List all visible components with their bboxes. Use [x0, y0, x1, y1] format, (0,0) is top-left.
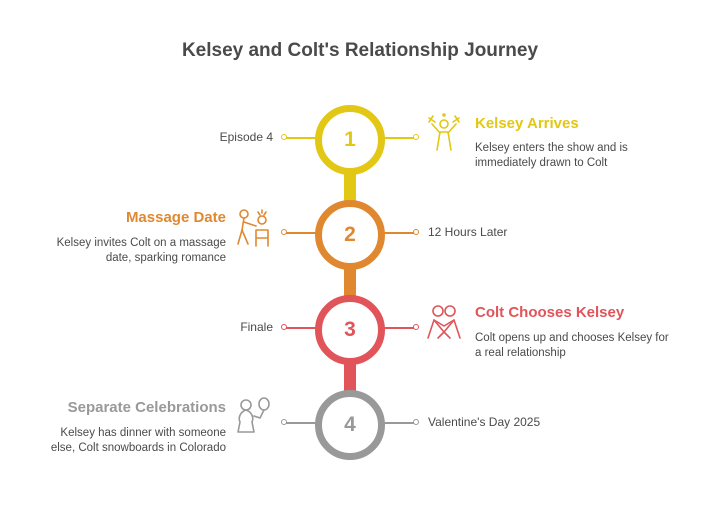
diagram-title: Kelsey and Colt's Relationship Journey	[181, 40, 539, 61]
massage-icon	[237, 209, 269, 247]
right-leader-2	[384, 232, 416, 234]
right-leader-1	[384, 137, 416, 139]
right-leader-dot-3	[413, 324, 419, 330]
celebration-icon	[428, 113, 460, 151]
milestone-1: 1	[315, 105, 385, 175]
milestone-number: 4	[344, 413, 356, 436]
right-leader-dot-4	[413, 419, 419, 425]
step-heading: Kelsey Arrives	[475, 115, 579, 132]
balloon-person-icon	[237, 397, 270, 433]
step-description: Colt opens up and chooses Kelsey for a r…	[475, 332, 669, 359]
left-leader-dot-1	[281, 134, 287, 140]
step-description: Kelsey enters the show and is immediatel…	[475, 142, 628, 169]
step-description: Kelsey invites Colt on a massage date, s…	[56, 237, 226, 264]
left-leader-dot-2	[281, 229, 287, 235]
left-leader-1	[286, 137, 316, 139]
step-time: 12 Hours Later	[428, 225, 508, 239]
couple-hug-icon	[427, 305, 461, 339]
left-leader-dot-3	[281, 324, 287, 330]
connector-2-3	[344, 265, 356, 301]
left-leader-3	[286, 327, 316, 329]
milestone-number: 3	[344, 318, 356, 341]
milestone-4: 4	[315, 390, 385, 460]
milestone-number: 2	[344, 223, 356, 246]
milestone-2: 2	[315, 200, 385, 270]
milestone-number: 1	[344, 128, 356, 151]
left-leader-4	[286, 422, 316, 424]
right-leader-dot-1	[413, 134, 419, 140]
right-leader-3	[384, 327, 416, 329]
step-description: Kelsey has dinner with someone else, Col…	[50, 427, 226, 454]
left-leader-dot-4	[281, 419, 287, 425]
connector-1-2	[344, 170, 356, 206]
left-leader-2	[286, 232, 316, 234]
right-leader-4	[384, 422, 416, 424]
step-time: Episode 4	[219, 130, 273, 144]
milestone-3: 3	[315, 295, 385, 365]
step-heading: Colt Chooses Kelsey	[475, 304, 625, 321]
step-time: Finale	[240, 320, 273, 334]
step-heading: Separate Celebrations	[67, 399, 226, 416]
connector-3-4	[344, 360, 356, 396]
step-heading: Massage Date	[125, 209, 226, 226]
right-leader-dot-2	[413, 229, 419, 235]
step-time: Valentine's Day 2025	[428, 415, 541, 429]
